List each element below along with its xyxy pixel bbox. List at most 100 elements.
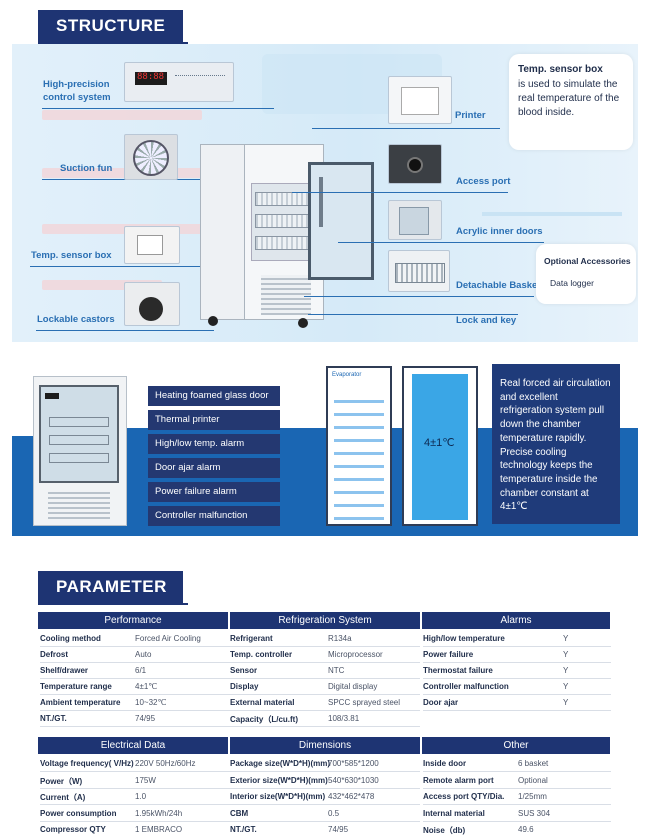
row-divider bbox=[40, 710, 230, 711]
structure-illustration-panel: High-precision control system Suction fu… bbox=[12, 44, 638, 342]
castor-thumbnail bbox=[124, 282, 180, 326]
table-row: Noise（db) 49.6 bbox=[423, 825, 611, 836]
param-value: Y bbox=[563, 698, 569, 707]
optional-accessories-item: Data logger bbox=[550, 278, 594, 288]
fan-thumbnail bbox=[124, 134, 178, 180]
param-label: Cooling method bbox=[40, 634, 101, 643]
param-label: Inside door bbox=[423, 759, 467, 768]
callout-line-printer bbox=[312, 128, 500, 129]
callout-lockable-castors: Lockable castors bbox=[37, 314, 115, 325]
callout-line-lock bbox=[308, 314, 518, 315]
callout-detachable-baskets: Detachable Baskets bbox=[456, 280, 546, 291]
param-label: Capacity（L/cu.ft) bbox=[230, 715, 299, 724]
row-divider bbox=[40, 662, 230, 663]
fridge-glass-door bbox=[308, 162, 374, 280]
param-label: Access port QTY/Dia. bbox=[423, 792, 505, 801]
table-row: Capacity（L/cu.ft) 108/3.81 bbox=[230, 714, 418, 730]
fridge-photo-basket bbox=[49, 453, 109, 463]
door-handle bbox=[319, 177, 323, 227]
basket-icon bbox=[395, 263, 445, 283]
param-label: Thermostat failure bbox=[423, 666, 493, 675]
param-value: 10~32℃ bbox=[135, 698, 167, 707]
basket-thumbnail bbox=[388, 250, 450, 292]
param-value: 108/3.81 bbox=[328, 714, 360, 723]
table-row: Door ajar Y bbox=[423, 698, 611, 714]
row-divider bbox=[230, 662, 420, 663]
bg-lab-bench bbox=[482, 212, 622, 216]
param-label: Door ajar bbox=[423, 698, 459, 707]
row-divider bbox=[230, 694, 420, 695]
param-value: 49.6 bbox=[518, 825, 534, 834]
row-divider bbox=[230, 678, 420, 679]
param-label: Internal material bbox=[423, 808, 485, 818]
table-row: Power（W)175W bbox=[40, 776, 228, 792]
fridge-photo-display bbox=[45, 393, 59, 399]
row-divider bbox=[40, 820, 230, 822]
param-value: 175W bbox=[135, 775, 156, 785]
param-value: NTC bbox=[328, 666, 345, 675]
param-value: 220V 50Hz/60Hz bbox=[135, 759, 196, 768]
callout-line-control bbox=[42, 108, 274, 109]
row-divider bbox=[423, 710, 611, 711]
param-label: Temperature range bbox=[40, 682, 112, 691]
row-divider bbox=[40, 787, 230, 789]
chamber-interior: 4±1℃ bbox=[412, 374, 468, 520]
param-label: Display bbox=[230, 682, 259, 691]
param-value: Microprocessor bbox=[328, 650, 383, 659]
row-divider bbox=[40, 771, 230, 772]
table-dimensions-header: Dimensions bbox=[230, 737, 420, 754]
param-label: Package size(W*D*H)(mm) bbox=[230, 759, 331, 768]
basket-3 bbox=[255, 236, 313, 250]
param-label: Noise（db) bbox=[423, 826, 466, 835]
feature-door-ajar-alarm: Door ajar alarm bbox=[148, 458, 280, 478]
row-divider bbox=[230, 787, 420, 789]
param-value: 4±1℃ bbox=[135, 682, 158, 691]
row-divider bbox=[40, 804, 230, 805]
table-row: Access port QTY/Dia. 1/25mm bbox=[423, 792, 611, 808]
row-divider bbox=[230, 771, 420, 772]
callout-lock-and-key: Lock and key bbox=[456, 315, 517, 326]
callout-suction-fan: Suction fun bbox=[60, 163, 113, 174]
param-value: R134a bbox=[328, 634, 352, 643]
callout-control-system-line1: High-precision bbox=[43, 79, 110, 90]
param-value: Auto bbox=[135, 650, 152, 659]
param-value: 74/95 bbox=[328, 825, 349, 834]
param-label: Ambient temperature bbox=[40, 698, 121, 707]
airflow-diagram: Evaporator bbox=[326, 366, 392, 526]
fridge-interior bbox=[251, 183, 317, 261]
fridge-photo-vent bbox=[48, 489, 110, 519]
acrylic-door-icon bbox=[399, 207, 429, 235]
param-value: Y bbox=[563, 650, 569, 659]
table-row: Voltage frequency( V/Hz)220V 50Hz/60Hz bbox=[40, 759, 228, 775]
feature-thermal-printer: Thermal printer bbox=[148, 410, 280, 430]
param-value: SPCC sprayed steel bbox=[328, 698, 401, 707]
row-divider bbox=[423, 804, 611, 805]
feature-temp-alarm: High/low temp. alarm bbox=[148, 434, 280, 454]
param-label: High/low temperature bbox=[423, 634, 505, 643]
table-row: NT./GT.74/95 bbox=[40, 714, 228, 730]
digital-display-readout: 88:88 bbox=[135, 72, 167, 85]
param-label: Shelf/drawer bbox=[40, 666, 89, 675]
acrylic-door-thumbnail bbox=[388, 200, 442, 240]
param-label: Interior size(W*D*H)(mm) bbox=[230, 792, 326, 801]
callout-printer: Printer bbox=[455, 110, 486, 121]
optional-accessories-card: Optional Accessories Data logger bbox=[536, 244, 636, 304]
chamber-diagram: 4±1℃ bbox=[402, 366, 478, 526]
param-label: Exterior size(W*D*H)(mm) bbox=[230, 775, 328, 785]
parameter-title-text: PARAMETER bbox=[56, 577, 167, 596]
callout-acrylic-doors: Acrylic inner doors bbox=[456, 226, 543, 237]
row-divider bbox=[423, 787, 611, 789]
chamber-temp-label: 4±1℃ bbox=[424, 437, 455, 449]
fan-icon bbox=[133, 140, 169, 176]
param-value: 1/25mm bbox=[518, 792, 547, 801]
